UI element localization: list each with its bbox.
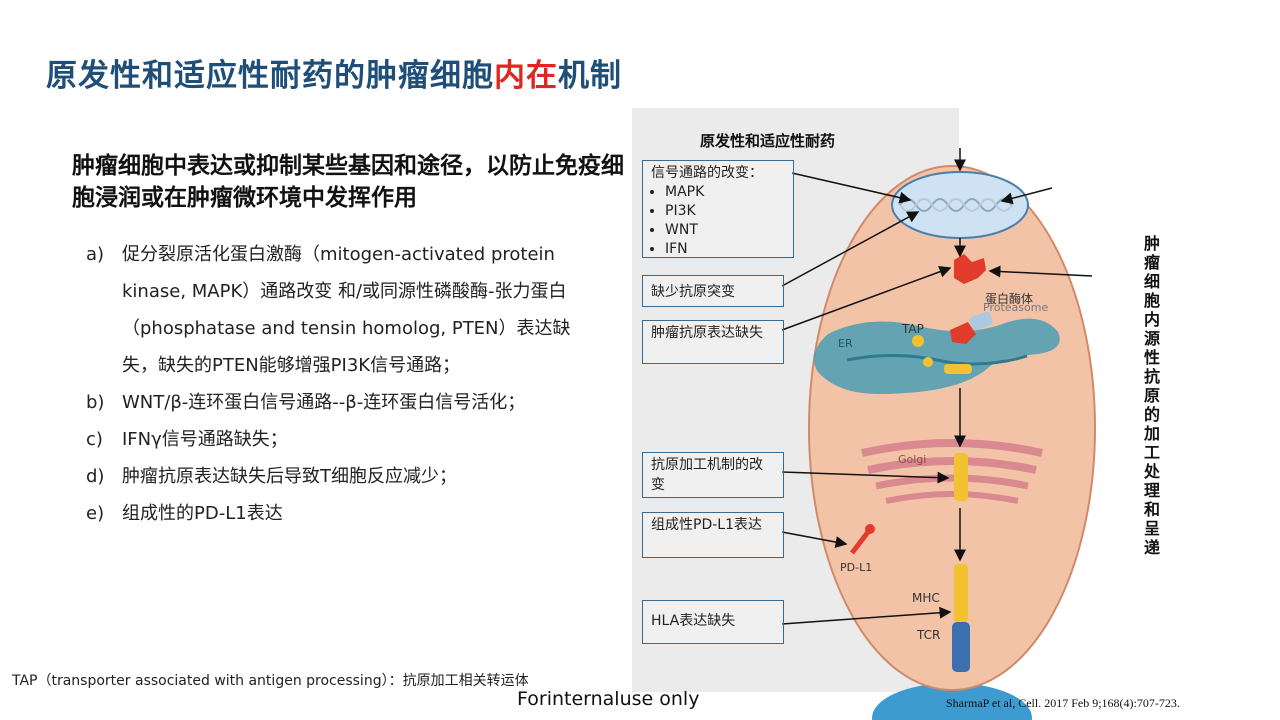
signal-bullet-list: MAPK PI3K WNT IFN [651, 183, 785, 259]
pointer-arrow [781, 211, 920, 287]
title-highlight: 内在 [494, 58, 558, 94]
pdl1-box: 组成性PD-L1表达 [642, 512, 784, 558]
pd-l1-molecule [850, 530, 870, 555]
list-item: c) IFNγ信号通路缺失； [86, 421, 586, 458]
cell-diagram [781, 148, 1096, 720]
tumor-cell [808, 165, 1096, 691]
signal-bullet: MAPK [665, 183, 785, 202]
peptide-fragment [923, 357, 933, 367]
peptide-fragment [912, 335, 924, 347]
list-text: 促分裂原活化蛋白激酶（mitogen-activated protein kin… [122, 244, 571, 376]
pointer-arrow [1000, 187, 1053, 205]
t-cell [872, 683, 1032, 720]
signal-bullet: PI3K [665, 202, 785, 221]
mechanism-list: a) 促分裂原活化蛋白激酶（mitogen-activated protein k… [86, 236, 586, 532]
tap-transporter [950, 322, 976, 344]
footnote: TAP（transporter associated with antigen … [12, 673, 529, 689]
pdl1-label: PD-L1 [840, 561, 873, 574]
pointer-arrow [781, 606, 952, 625]
golgi-cisterna [875, 474, 1029, 490]
golgi-apparatus [861, 439, 1043, 457]
antigen-expression-box: 肿瘤抗原表达缺失 [642, 320, 784, 364]
nucleus [891, 171, 1029, 239]
figure-title: 原发性和适应性耐药 [700, 132, 836, 150]
signal-bullet: IFN [665, 240, 785, 259]
page-title: 原发性和适应性耐药的肿瘤细胞内在机制 [46, 50, 622, 95]
list-item: e) 组成性的PD-L1表达 [86, 495, 586, 532]
mhc-surface [954, 564, 968, 622]
pointer-arrow [791, 172, 912, 204]
pd-l1-head [865, 524, 875, 534]
tap-label: TAP [902, 322, 924, 336]
golgi-cisterna [885, 491, 1019, 504]
pointer-arrow [781, 266, 952, 331]
list-marker: e) [86, 503, 105, 524]
citation: SharmaP et al, Cell. 2017 Feb 9;168(4):7… [946, 696, 1180, 710]
proteasome-label-cn: 蛋白酶体 [985, 292, 1034, 306]
list-item: b) WNT/β-连环蛋白信号通路--β-连环蛋白信号活化； [86, 384, 586, 421]
golgi-cisterna [867, 457, 1037, 474]
list-marker: d) [86, 466, 105, 487]
proteasome-label-en: Proteasome [983, 301, 1049, 314]
pointer-arrow [781, 531, 848, 548]
peptide-loaded-mhc [944, 364, 972, 374]
dna-strand [899, 198, 1013, 212]
list-marker: c) [86, 429, 103, 450]
list-text: WNT/β-连环蛋白信号通路--β-连环蛋白信号活化； [122, 392, 526, 413]
signal-box-heading: 信号通路的改变： [651, 165, 763, 181]
list-marker: a) [86, 244, 105, 265]
list-item: d) 肿瘤抗原表达缺失后导致T细胞反应减少； [86, 458, 586, 495]
endoplasmic-reticulum [813, 318, 1060, 394]
hla-box: HLA表达缺失 [642, 600, 784, 644]
list-text: 组成性的PD-L1表达 [122, 503, 283, 524]
title-part2: 机制 [558, 58, 622, 94]
watermark: Forinternaluse only [517, 688, 700, 710]
list-text: IFNγ信号通路缺失； [122, 429, 288, 450]
subtitle: 肿瘤细胞中表达或抑制某些基因和途径，以防止免疫细胞浸润或在肿瘤微环境中发挥作用 [72, 153, 624, 211]
list-item: a) 促分裂原活化蛋白激酶（mitogen-activated protein k… [86, 236, 586, 384]
list-text: 肿瘤抗原表达缺失后导致T细胞反应减少； [122, 466, 457, 487]
processing-box: 抗原加工机制的改变 [642, 452, 784, 498]
tcr-label: TCR [917, 628, 941, 642]
pointer-arrow [781, 471, 950, 484]
golgi-label: Golgi [898, 453, 927, 466]
tcr-receptor [952, 622, 970, 672]
er-fold [846, 353, 1028, 366]
title-part1: 原发性和适应性耐药的肿瘤细胞 [46, 58, 494, 94]
peptide-transport [969, 311, 993, 331]
dna-strand-2 [899, 198, 1013, 212]
vertical-caption: 肿瘤细胞内源性抗原的加工处理和呈递 [1144, 234, 1161, 557]
proteasome [954, 254, 986, 284]
er-label: ER [838, 337, 853, 350]
signal-bullet: WNT [665, 221, 785, 240]
mutation-box: 缺少抗原突变 [642, 275, 784, 307]
mhc-label: MHC [912, 591, 940, 605]
mhc-in-golgi [954, 453, 968, 501]
pointer-arrow [988, 265, 1093, 278]
list-marker: b) [86, 392, 105, 413]
signal-pathway-box: 信号通路的改变： MAPK PI3K WNT IFN [642, 160, 794, 258]
